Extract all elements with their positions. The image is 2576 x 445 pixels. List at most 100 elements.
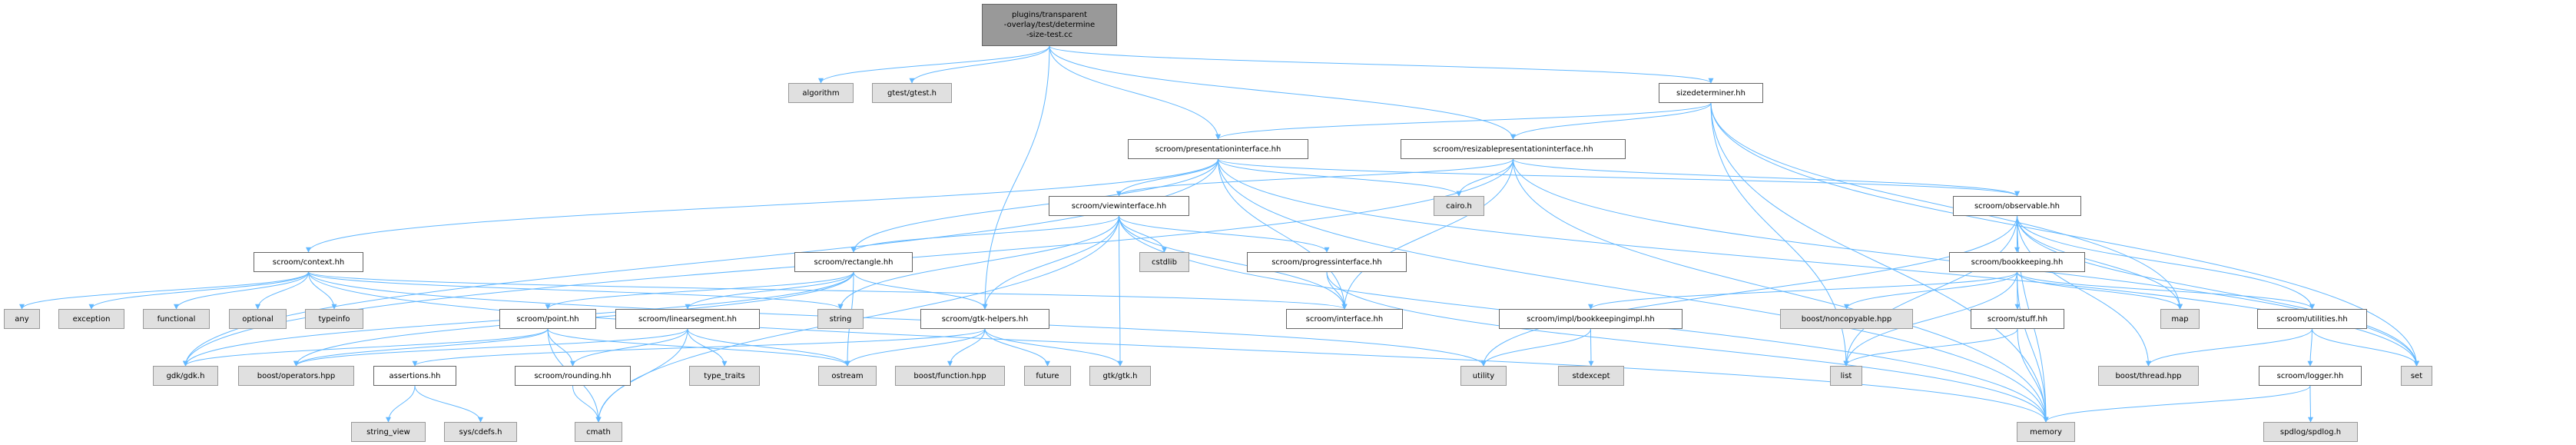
edge-root-to-gtkhelpers bbox=[982, 45, 1050, 310]
node-rectangle[interactable]: scroom/rectangle.hh bbox=[794, 252, 913, 272]
node-context[interactable]: scroom/context.hh bbox=[254, 252, 363, 272]
node-typetraits: type_traits bbox=[689, 366, 760, 386]
edge-bookkeeping-to-noncopyable bbox=[1844, 271, 2017, 310]
node-cairo: cairo.h bbox=[1434, 196, 1484, 216]
edge-sizedeterminer-to-presentationinterface bbox=[1215, 102, 1712, 140]
edge-viewinterface-to-rectangle bbox=[850, 215, 1119, 253]
edge-context-to-optional bbox=[255, 271, 309, 310]
node-observable[interactable]: scroom/observable.hh bbox=[1953, 196, 2081, 216]
node-stdexcept: stdexcept bbox=[1558, 366, 1624, 386]
edge-presentationinterface-to-cairo bbox=[1218, 158, 1462, 197]
edge-presentationinterface-to-context bbox=[306, 158, 1218, 253]
node-assertions[interactable]: assertions.hh bbox=[373, 366, 456, 386]
node-optional: optional bbox=[229, 309, 287, 329]
edge-logger-to-spdlog bbox=[2307, 385, 2313, 423]
edge-bookkeepingimpl-to-utility bbox=[1480, 328, 1591, 367]
edge-point-to-gdk bbox=[183, 328, 549, 367]
node-boostfunction: boost/function.hpp bbox=[895, 366, 1005, 386]
node-gtk: gtk/gtk.h bbox=[1089, 366, 1151, 386]
node-future: future bbox=[1024, 366, 1071, 386]
edge-gtkhelpers-to-ostream bbox=[844, 328, 986, 367]
edge-presentationinterface-to-memory bbox=[1218, 158, 2049, 423]
node-any: any bbox=[4, 309, 40, 329]
edge-rectangle-to-linearsegment bbox=[685, 271, 854, 310]
edge-viewinterface-to-gtkhelpers bbox=[982, 215, 1119, 310]
edge-viewinterface-to-cstdlib bbox=[1119, 215, 1167, 253]
edge-context-to-exception bbox=[88, 271, 309, 310]
edge-gtkhelpers-to-assertions bbox=[412, 328, 986, 367]
edge-gtkhelpers-to-future bbox=[984, 328, 1050, 367]
edge-observable-to-set bbox=[2017, 215, 2419, 367]
node-stuff[interactable]: scroom/stuff.hh bbox=[1971, 309, 2064, 329]
edge-gtkhelpers-to-boostfunction bbox=[947, 328, 986, 367]
node-exception: exception bbox=[58, 309, 124, 329]
edge-context-to-any bbox=[19, 271, 309, 310]
node-gtest: gtest/gtest.h bbox=[872, 83, 952, 103]
edge-utilities-to-set bbox=[2312, 328, 2419, 367]
node-utilities[interactable]: scroom/utilities.hh bbox=[2257, 309, 2367, 329]
node-spdlog: spdlog/spdlog.h bbox=[2263, 422, 2358, 442]
edge-viewinterface-to-progressinterface bbox=[1119, 215, 1330, 253]
edge-resizable-to-viewinterface bbox=[1116, 158, 1513, 197]
edge-observable-to-boostthread bbox=[2017, 215, 2151, 367]
node-typeinfo: typeinfo bbox=[305, 309, 363, 329]
edge-resizable-to-cairo bbox=[1456, 158, 1513, 197]
edge-context-to-string bbox=[308, 271, 844, 310]
node-root[interactable]: plugins/transparent -overlay/test/determ… bbox=[982, 4, 1117, 46]
node-point[interactable]: scroom/point.hh bbox=[499, 309, 596, 329]
node-bookkeepingimpl[interactable]: scroom/impl/bookkeepingimpl.hh bbox=[1499, 309, 1683, 329]
edge-linearsegment-to-ostream bbox=[687, 328, 850, 367]
edge-context-to-typeinfo bbox=[308, 271, 337, 310]
edge-context-to-interface bbox=[308, 271, 1348, 310]
edge-sizedeterminer-to-set bbox=[1710, 102, 2419, 367]
node-linearsegment[interactable]: scroom/linearsegment.hh bbox=[615, 309, 760, 329]
edge-sizedeterminer-to-memory bbox=[1710, 102, 2049, 423]
node-utility: utility bbox=[1460, 366, 1507, 386]
edge-context-to-utility bbox=[308, 271, 1487, 367]
edge-logger-to-memory bbox=[2043, 385, 2311, 423]
node-logger[interactable]: scroom/logger.hh bbox=[2259, 366, 2362, 386]
edge-bookkeeping-to-map bbox=[2017, 271, 2183, 310]
node-cmath: cmath bbox=[575, 422, 622, 442]
edge-context-to-memory bbox=[308, 271, 2049, 423]
edge-root-to-presentationinterface bbox=[1049, 45, 1221, 140]
edge-point-to-operators bbox=[293, 328, 549, 367]
edge-sizedeterminer-to-map bbox=[1710, 102, 2183, 310]
node-resizable[interactable]: scroom/resizablepresentationinterface.hh bbox=[1401, 139, 1626, 159]
edge-root-to-algorithm bbox=[818, 45, 1050, 84]
node-rounding[interactable]: scroom/rounding.hh bbox=[515, 366, 631, 386]
node-gdk: gdk/gdk.h bbox=[153, 366, 218, 386]
edge-presentationinterface-to-observable bbox=[1218, 158, 2020, 197]
node-memory: memory bbox=[2017, 422, 2075, 442]
node-boostthread: boost/thread.hpp bbox=[2098, 366, 2199, 386]
node-presentationinterface[interactable]: scroom/presentationinterface.hh bbox=[1128, 139, 1308, 159]
node-gtkhelpers[interactable]: scroom/gtk-helpers.hh bbox=[920, 309, 1049, 329]
edge-context-to-functional bbox=[174, 271, 309, 310]
edge-presentationinterface-to-rectangle bbox=[850, 158, 1218, 253]
node-viewinterface[interactable]: scroom/viewinterface.hh bbox=[1049, 196, 1189, 216]
edge-bookkeeping-to-list bbox=[1843, 271, 2017, 367]
edge-point-to-rounding bbox=[547, 328, 575, 367]
edge-resizable-to-observable bbox=[1513, 158, 2020, 197]
edge-utilities-to-logger bbox=[2307, 328, 2313, 367]
edge-utilities-to-boostthread bbox=[2146, 328, 2312, 367]
node-algorithm: algorithm bbox=[788, 83, 854, 103]
node-interface[interactable]: scroom/interface.hh bbox=[1286, 309, 1403, 329]
node-syscdefs: sys/cdefs.h bbox=[444, 422, 517, 442]
node-sizedeterminer[interactable]: sizedeterminer.hh bbox=[1659, 83, 1763, 103]
edge-stuff-to-memory bbox=[2017, 328, 2049, 423]
edge-assertions-to-syscdefs bbox=[414, 385, 483, 423]
edge-resizable-to-memory bbox=[1513, 158, 2049, 423]
edge-viewinterface-to-gtk bbox=[1117, 215, 1123, 367]
node-operators: boost/operators.hpp bbox=[238, 366, 354, 386]
node-progressinterface[interactable]: scroom/progressinterface.hh bbox=[1247, 252, 1407, 272]
edge-bookkeeping-to-utilities bbox=[2017, 271, 2315, 310]
node-bookkeeping[interactable]: scroom/bookkeeping.hh bbox=[1949, 252, 2085, 272]
edge-assertions-to-stringview bbox=[386, 385, 416, 423]
edge-linearsegment-to-rounding bbox=[570, 328, 688, 367]
node-set: set bbox=[2401, 366, 2432, 386]
node-stringview: string_view bbox=[351, 422, 426, 442]
edge-sizedeterminer-to-resizable bbox=[1510, 102, 1712, 140]
edge-bookkeepingimpl-to-stdexcept bbox=[1588, 328, 1594, 367]
edge-root-to-gtest bbox=[909, 45, 1050, 84]
